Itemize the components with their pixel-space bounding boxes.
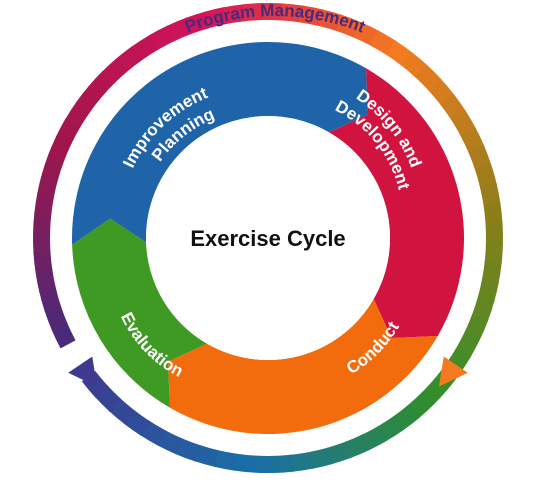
outer-ring-band bbox=[148, 25, 176, 51]
outer-ring-band bbox=[481, 260, 502, 284]
outer-ring-band bbox=[175, 438, 201, 462]
outer-ring-arrowhead bbox=[68, 356, 98, 387]
outer-ring-band bbox=[483, 202, 503, 225]
outer-ring-band bbox=[37, 172, 59, 197]
outer-ring-band bbox=[344, 434, 371, 459]
outer-ring-band bbox=[33, 211, 52, 234]
outer-ring-band bbox=[361, 425, 388, 451]
center-circle bbox=[146, 116, 390, 360]
outer-ring-band bbox=[166, 17, 193, 42]
outer-ring-band bbox=[44, 304, 68, 331]
outer-ring-band bbox=[471, 296, 495, 322]
outer-ring-band bbox=[193, 444, 219, 467]
outer-ring-band bbox=[242, 3, 265, 22]
outer-ring-arrowhead bbox=[438, 356, 468, 387]
outer-ring-band bbox=[450, 110, 476, 137]
outer-ring-band bbox=[232, 453, 256, 473]
outer-ring-band bbox=[51, 322, 76, 349]
outer-ring-band bbox=[262, 2, 285, 21]
outer-ring-band bbox=[479, 182, 501, 207]
outer-ring-band bbox=[252, 455, 275, 473]
outer-ring-band bbox=[317, 9, 343, 32]
outer-ring-band bbox=[335, 14, 362, 38]
outer-ring-band bbox=[484, 241, 503, 264]
outer-ring-band bbox=[460, 127, 485, 154]
outer-ring-band bbox=[32, 231, 51, 254]
segment-evaluation bbox=[72, 218, 207, 408]
outer-ring-band bbox=[222, 4, 246, 25]
segment-improvement-planning bbox=[72, 41, 369, 245]
outer-ring-band bbox=[468, 145, 492, 171]
center-title: Exercise Cycle bbox=[190, 226, 345, 251]
outer-ring-band bbox=[39, 287, 61, 312]
outer-ring-band bbox=[464, 314, 489, 341]
outer-ring-band bbox=[281, 3, 304, 23]
outer-ring-band bbox=[184, 11, 210, 35]
cycle-segments bbox=[72, 41, 464, 434]
outer-ring-band bbox=[290, 451, 314, 472]
outer-ring-band bbox=[203, 7, 228, 29]
segment-conduct bbox=[167, 299, 438, 434]
outer-ring-band bbox=[308, 447, 333, 469]
outer-ring-band bbox=[33, 250, 53, 273]
outer-ring-band bbox=[326, 441, 352, 465]
outer-ring-band bbox=[35, 268, 56, 293]
outer-ring-band bbox=[485, 222, 503, 244]
outer-ring-band bbox=[41, 153, 65, 179]
program-management-ring bbox=[32, 2, 503, 473]
segment-design-and-development bbox=[329, 68, 464, 339]
outer-ring-band bbox=[477, 278, 499, 303]
outer-ring-band bbox=[48, 135, 72, 162]
outer-ring-band bbox=[34, 191, 55, 216]
outer-ring-band bbox=[272, 454, 294, 473]
outer-ring-band bbox=[213, 449, 237, 471]
outer-ring-band bbox=[474, 163, 497, 189]
outer-ring-band bbox=[299, 5, 324, 27]
